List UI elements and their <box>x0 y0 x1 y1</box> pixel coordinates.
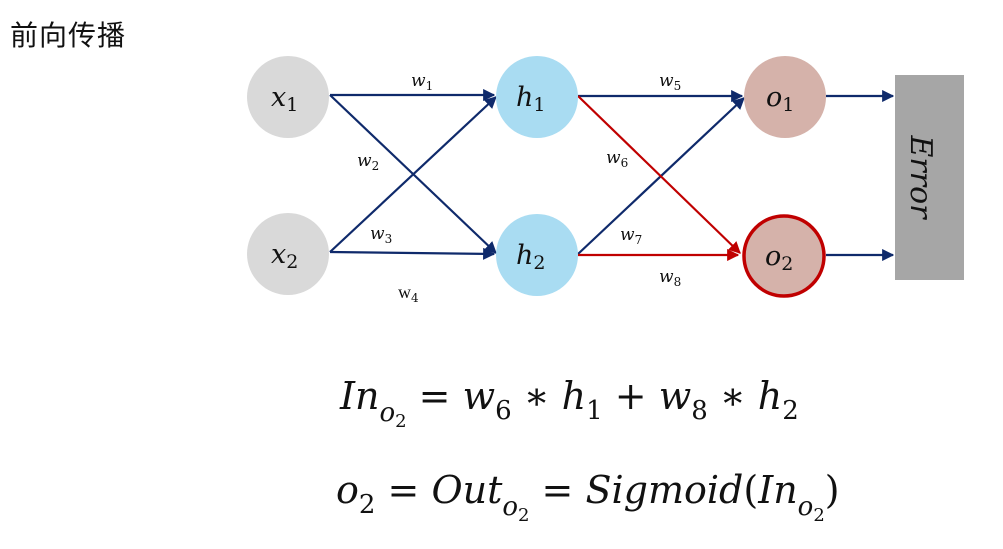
weight-label-w3: w3 <box>370 224 392 246</box>
svg-text:x2: x2 <box>271 239 298 273</box>
svg-text:o2: o2 <box>765 241 793 275</box>
weight-label-w6: w6 <box>606 148 628 170</box>
equation-input-o2: Ino2 = w6 ∗ h1 + w8 ∗ h2 <box>340 374 799 432</box>
edge-w3 <box>329 96 497 253</box>
edge-w4 <box>329 247 496 260</box>
error-label: Error <box>903 135 938 221</box>
node-h2: h2 <box>496 214 578 296</box>
weight-label-w2: w2 <box>357 151 379 173</box>
node-x2: x2 <box>247 213 329 295</box>
node-x1: x1 <box>247 56 329 138</box>
weight-label-w8: w8 <box>659 267 681 289</box>
svg-text:x1: x1 <box>271 82 298 116</box>
weight-label-w1: w1 <box>411 71 433 93</box>
edge-w6 <box>577 95 741 254</box>
node-h1: h1 <box>496 56 578 138</box>
error-box: Error <box>895 75 964 280</box>
weight-label-w5: w5 <box>659 71 681 93</box>
page-title: 前向传播 <box>10 19 127 52</box>
svg-text:o1: o1 <box>766 82 794 116</box>
equation-output-o2: o2 = Outo2 = Sigmoid(Ino2) <box>336 468 840 526</box>
svg-text:h1: h1 <box>516 82 545 116</box>
weight-label-w4: w4 <box>398 282 419 305</box>
weight-label-w7: w7 <box>620 225 642 247</box>
node-o2: o2 <box>742 214 826 298</box>
node-o1: o1 <box>744 56 826 138</box>
svg-text:h2: h2 <box>516 240 545 274</box>
